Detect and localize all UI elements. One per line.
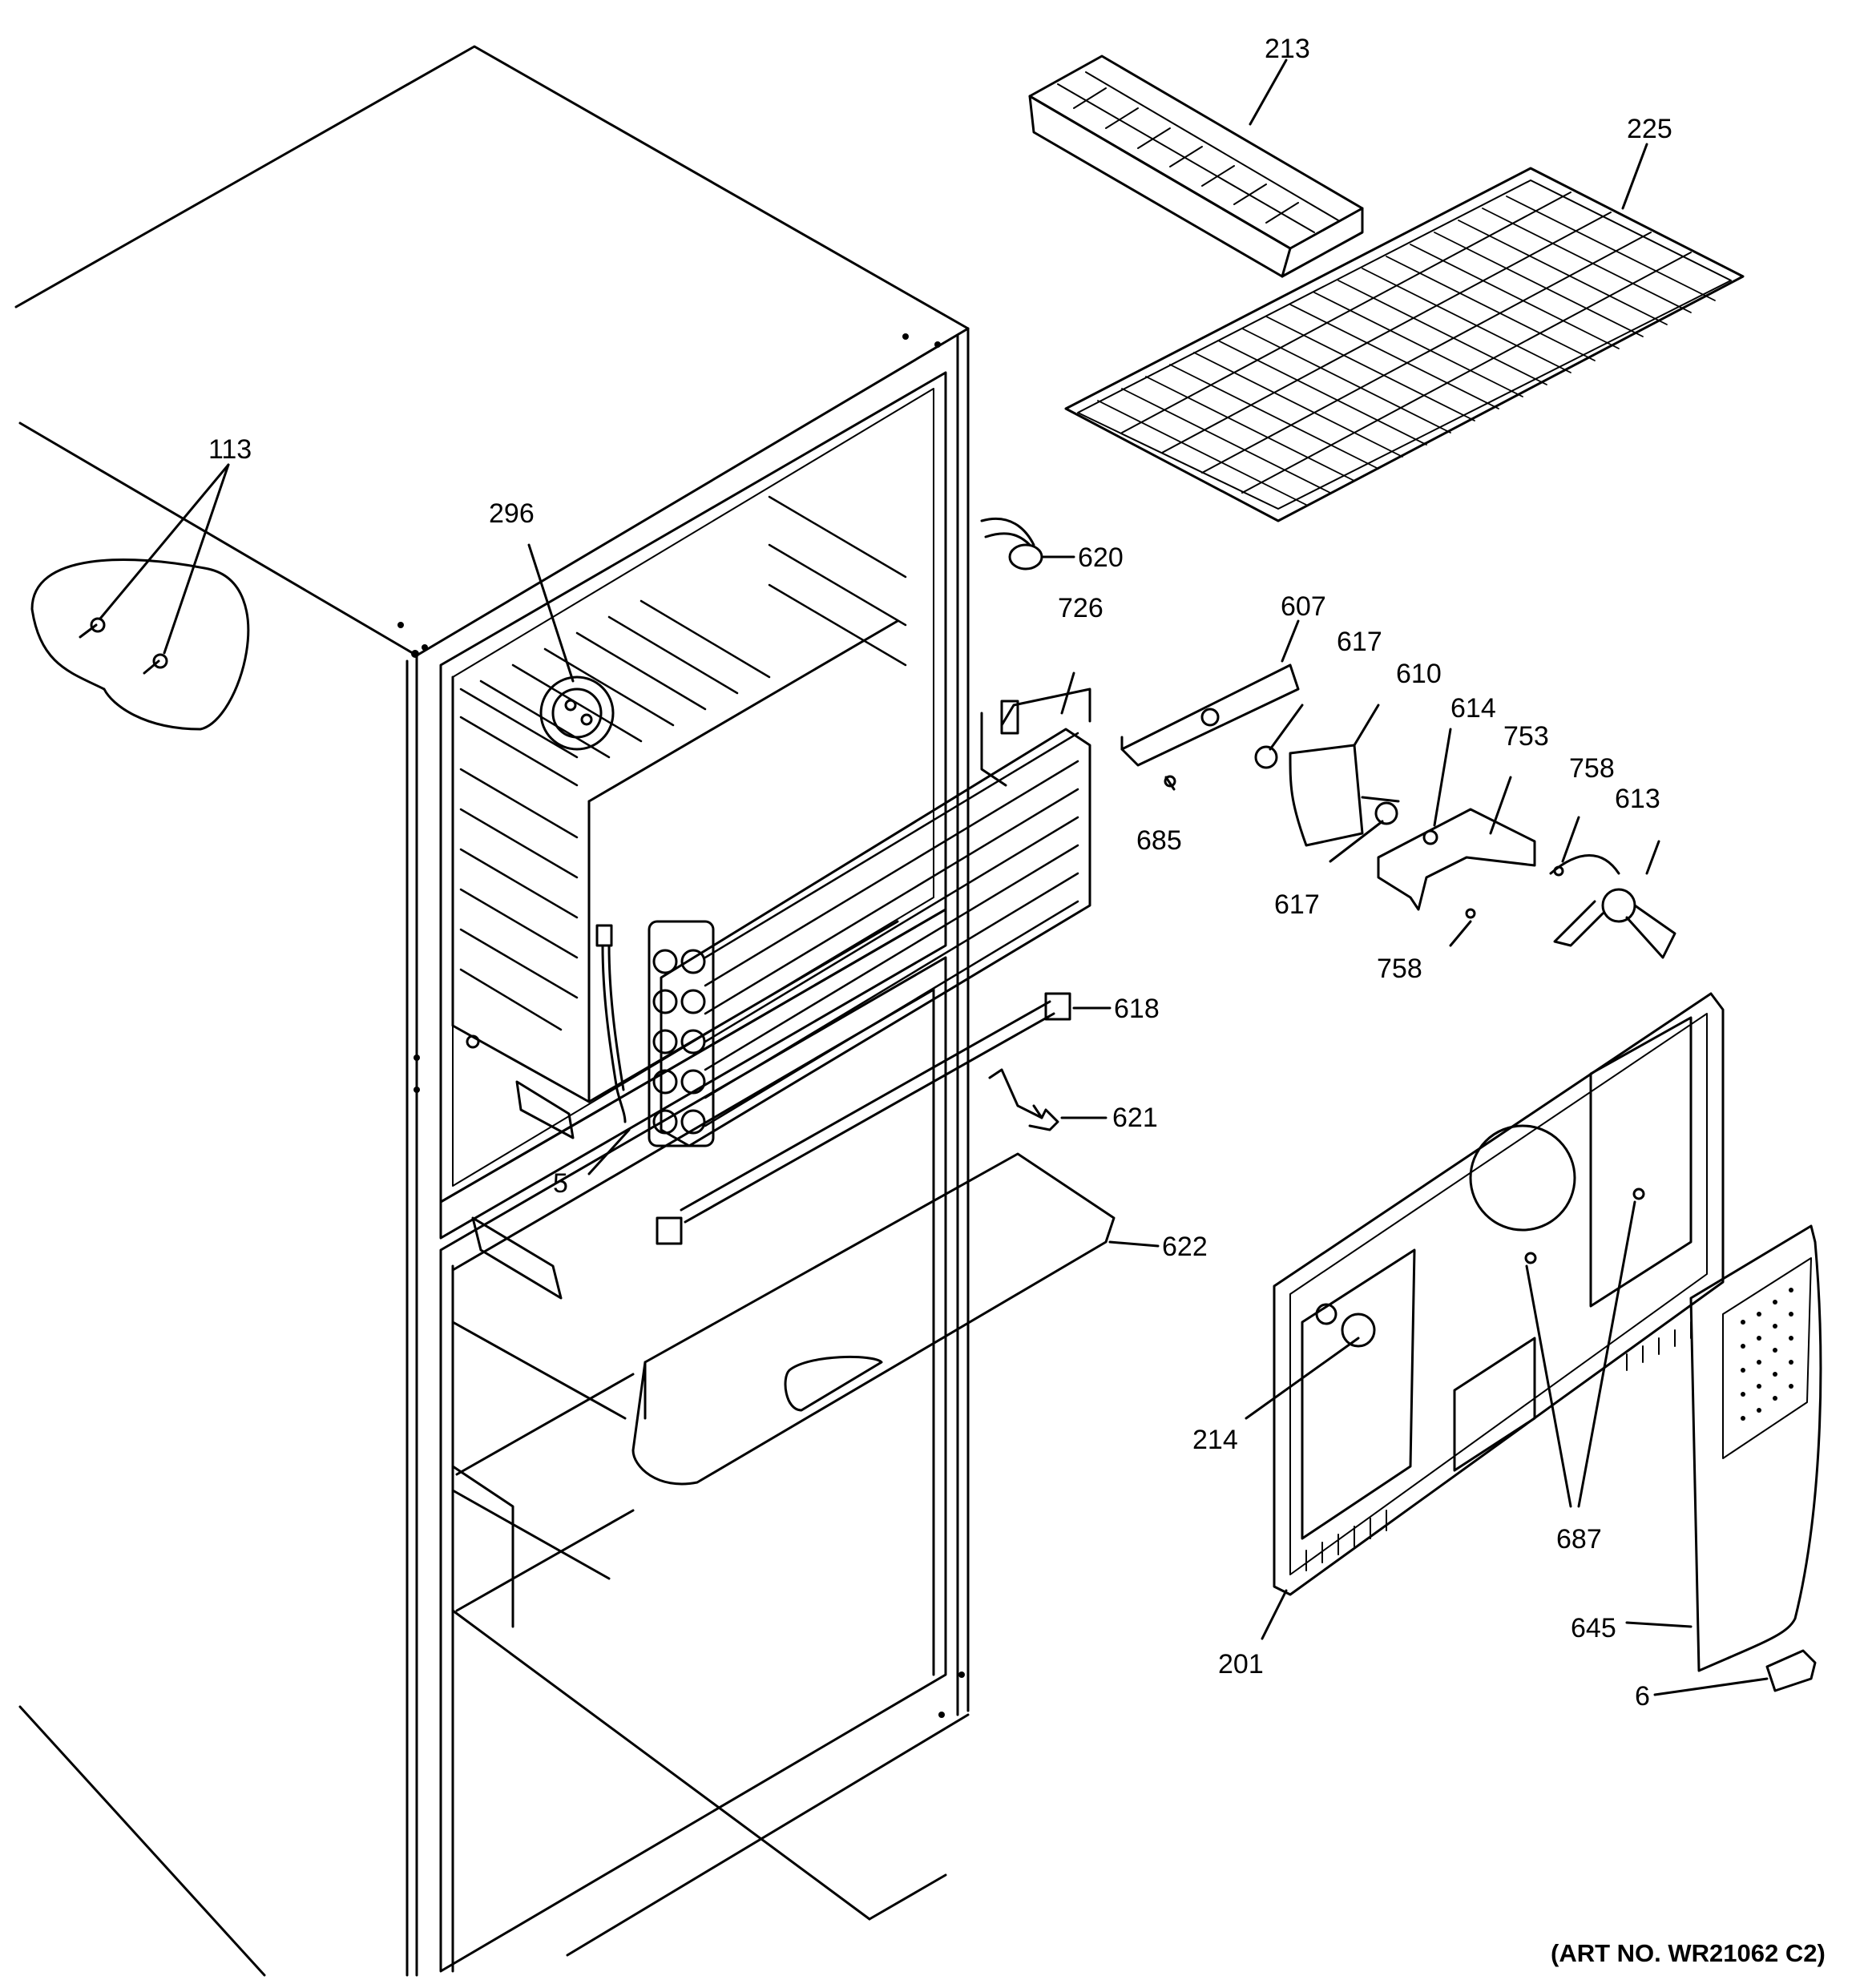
part-726-evaporator (648, 671, 1091, 1147)
callout-753: 753 (1503, 721, 1549, 752)
callout-758-bottom: 758 (1377, 954, 1422, 984)
callout-617-bottom: 617 (1274, 889, 1320, 920)
part-225-shelf (1064, 143, 1745, 522)
callout-labels: 113 213 225 296 620 726 607 617 610 614 … (208, 34, 1826, 1967)
callout-618: 618 (1114, 994, 1160, 1024)
part-201-back-panel (1245, 992, 1725, 1640)
part-213-ice-tray (1028, 54, 1364, 278)
art-number: (ART NO. WR21062 C2) (1551, 1939, 1826, 1967)
callout-214: 214 (1192, 1425, 1238, 1455)
callout-758-top: 758 (1569, 753, 1615, 784)
part-622-drain-pan (631, 1152, 1160, 1486)
callout-607: 607 (1281, 591, 1326, 622)
callout-610: 610 (1396, 659, 1442, 689)
callout-213: 213 (1265, 34, 1310, 64)
callout-113: 113 (208, 434, 252, 465)
part-5-wire-harness (587, 924, 631, 1175)
part-645-grille (1625, 1224, 1822, 1672)
callout-225: 225 (1627, 114, 1672, 144)
callout-617-top: 617 (1337, 627, 1382, 657)
part-296-grille (527, 543, 615, 751)
callout-726: 726 (1058, 593, 1103, 623)
callout-645: 645 (1571, 1613, 1616, 1643)
callout-620: 620 (1078, 542, 1124, 573)
callout-685: 685 (1136, 825, 1182, 856)
callout-6: 6 (1635, 1681, 1650, 1712)
part-620-sensor (980, 517, 1075, 571)
callout-622: 622 (1162, 1232, 1208, 1262)
callout-614: 614 (1450, 693, 1496, 724)
callout-613: 613 (1615, 784, 1660, 814)
part-618-heater (656, 992, 1112, 1245)
cabinet-drawing (14, 45, 970, 1977)
callout-621: 621 (1112, 1103, 1158, 1133)
part-113-cover (30, 463, 250, 731)
callout-296: 296 (489, 498, 535, 529)
part-621-clip (988, 1068, 1108, 1131)
callout-5: 5 (553, 1168, 568, 1199)
fan-assembly (1120, 619, 1676, 959)
part-6-cap (1653, 1649, 1817, 1696)
callout-201: 201 (1218, 1649, 1264, 1680)
callout-687: 687 (1556, 1524, 1602, 1555)
